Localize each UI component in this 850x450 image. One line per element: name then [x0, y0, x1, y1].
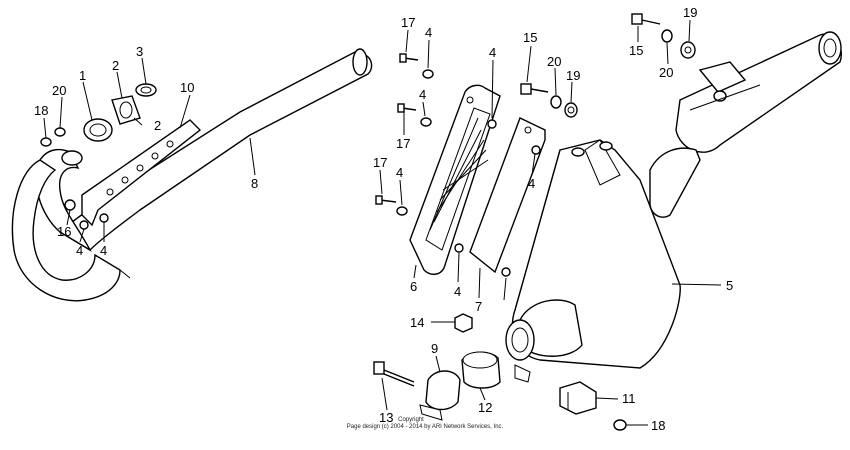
callout-19-center: 19: [566, 68, 580, 83]
callout-4-lower: 4: [454, 284, 461, 299]
callout-15-right: 15: [629, 43, 643, 58]
bolt-16: [64, 199, 76, 211]
nut-4-a: [422, 69, 434, 79]
nut-4-c: [396, 206, 408, 216]
callout-10: 10: [180, 80, 194, 95]
callout-4-protector: 4: [489, 45, 496, 60]
callout-3: 3: [136, 44, 143, 59]
pipe-joint-collar: [111, 95, 141, 125]
callout-4-b: 4: [419, 87, 426, 102]
callout-7: 7: [475, 299, 482, 314]
nut-14: [454, 313, 473, 333]
copyright-line-1: Copyright: [398, 417, 424, 423]
muffler-clamp: [419, 370, 461, 421]
callout-6: 6: [410, 279, 417, 294]
washer-20-center: [550, 95, 562, 109]
nut-4-d: [487, 119, 497, 129]
muffler-protector: [409, 84, 501, 275]
callout-2-side: 2: [154, 118, 161, 133]
screw-17-b: [397, 103, 417, 113]
callout-18-right: 18: [651, 418, 665, 433]
washer-20-left: [54, 127, 66, 137]
nut-4-e: [531, 145, 541, 155]
copyright-notice: Copyright Page design (c) 2004 - 2014 by…: [347, 417, 504, 430]
bolt-13: [373, 361, 415, 387]
pipe-protector: [81, 119, 202, 227]
screw-17-a: [399, 53, 419, 63]
callout-8: 8: [251, 176, 258, 191]
muffler-body: [505, 139, 681, 383]
callout-9: 9: [431, 341, 438, 356]
callout-16: 16: [57, 224, 71, 239]
copyright-line-2: Page design (c) 2004 - 2014 by ARI Netwo…: [347, 424, 504, 430]
callout-20-right: 20: [659, 65, 673, 80]
nut-4-left-b: [99, 213, 109, 223]
callout-4-a: 4: [425, 25, 432, 40]
bolt-15-center: [520, 83, 549, 95]
collar-12: [461, 351, 501, 389]
callout-labels: 1 2 2 3 10 20 18 16 4 4 8 17 4 17 4 17 4…: [34, 5, 733, 433]
silencer-tailpipe: [649, 31, 842, 218]
callout-18-left: 18: [34, 103, 48, 118]
callout-11: 11: [622, 391, 636, 406]
callout-17-a: 17: [401, 15, 415, 30]
collar-19-right: [680, 41, 696, 59]
callout-12: 12: [478, 400, 492, 415]
callout-4-plate: 4: [528, 176, 535, 191]
nut-18-right: [613, 419, 627, 431]
callout-15-center: 15: [523, 30, 537, 45]
callout-13: 13: [379, 410, 393, 425]
nut-4-g: [501, 267, 511, 277]
washer-20-right: [661, 29, 673, 43]
callout-14: 14: [410, 315, 424, 330]
callout-2-top: 2: [112, 58, 119, 73]
callout-4-c: 4: [396, 165, 403, 180]
callout-4-left-a: 4: [76, 243, 83, 258]
flange-washer: [135, 83, 157, 97]
nut-4-left-a: [79, 220, 89, 230]
callout-20-left: 20: [52, 83, 66, 98]
callout-17-c: 17: [373, 155, 387, 170]
exhaust-pipe: [11, 48, 373, 302]
gasket-small: [61, 150, 83, 166]
collar-19-center: [564, 102, 578, 118]
callout-20-center: 20: [547, 54, 561, 69]
callout-4-left-b: 4: [100, 243, 107, 258]
exhaust-gasket: [83, 118, 113, 142]
callout-19-right: 19: [683, 5, 697, 20]
leader-lines: [43, 19, 722, 426]
nut-18-left: [40, 137, 52, 147]
nut-4-f: [454, 243, 464, 253]
callout-17-b: 17: [396, 136, 410, 151]
callout-5: 5: [726, 278, 733, 293]
protector-plate: [469, 117, 546, 274]
nut-4-b: [420, 117, 432, 127]
bolt-15-right: [631, 13, 661, 25]
muffler-rubber: [559, 381, 597, 415]
screw-17-c: [375, 195, 397, 205]
callout-1: 1: [79, 68, 86, 83]
